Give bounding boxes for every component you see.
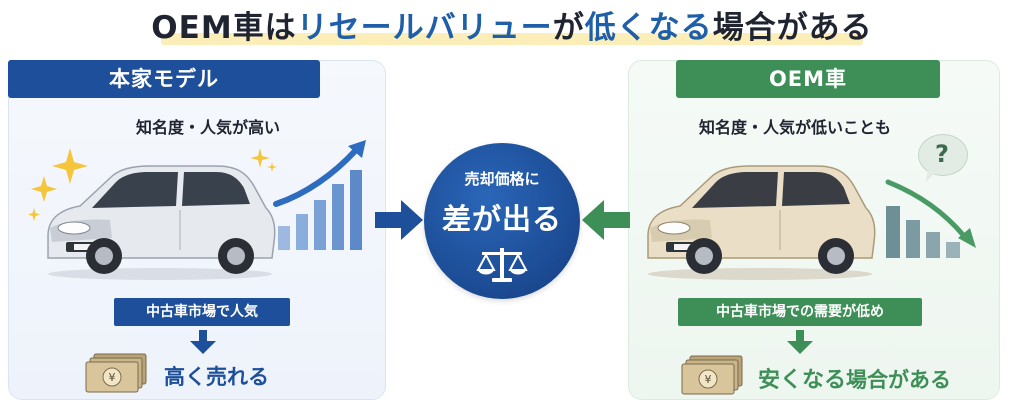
arrow-down-icon [787, 330, 813, 354]
title-part1: OEM車は [151, 10, 297, 46]
tag-low-demand: 中古車市場での需要が低め [678, 298, 922, 326]
banner-oem-car: OEM車 [676, 60, 940, 98]
result-sells-high: 高く売れる [164, 365, 269, 389]
subtitle-left: 知名度・人気が高い [135, 118, 280, 137]
title-part3: が [552, 10, 585, 46]
circle-label-top: 売却価格に [464, 170, 540, 188]
car-original-model [47, 165, 276, 280]
svg-text:¥: ¥ [109, 371, 116, 384]
arrow-left-icon [582, 200, 630, 240]
title-part5: 場合がある [712, 10, 873, 46]
circle-label-main: 差が出る [441, 202, 562, 236]
title-part4: 低くなる [584, 10, 713, 46]
question-bubble-tail [926, 168, 940, 182]
banknote-icon: ¥ [681, 355, 743, 395]
rising-bar-chart-icon [273, 140, 366, 250]
sparkle-icon [250, 148, 277, 172]
svg-text:¥: ¥ [705, 373, 712, 386]
question-mark-text: ? [935, 140, 949, 168]
result-right-part2: 場合がある [846, 368, 952, 392]
page-title: OEM車はリセールバリューが低くなる場合がある [0, 2, 1024, 54]
scale-icon [476, 248, 528, 282]
arrow-right-icon [375, 200, 423, 240]
result-right-part1: 安くなる [758, 368, 847, 393]
result-may-be-cheaper: 安くなる場合がある [758, 362, 951, 394]
arrow-down-icon [190, 330, 216, 354]
banner-original-model: 本家モデル [8, 60, 320, 98]
subtitle-right: 知名度・人気が低いことも [698, 118, 891, 137]
tag-popular-used-market: 中古車市場で人気 [114, 298, 290, 326]
title-part2: リセールバリュー [296, 10, 553, 46]
car-oem [647, 165, 876, 280]
sparkle-icon [28, 148, 88, 221]
question-bubble-icon [918, 134, 968, 176]
banknote-icon: ¥ [85, 353, 147, 393]
falling-bar-chart-icon [885, 179, 976, 258]
